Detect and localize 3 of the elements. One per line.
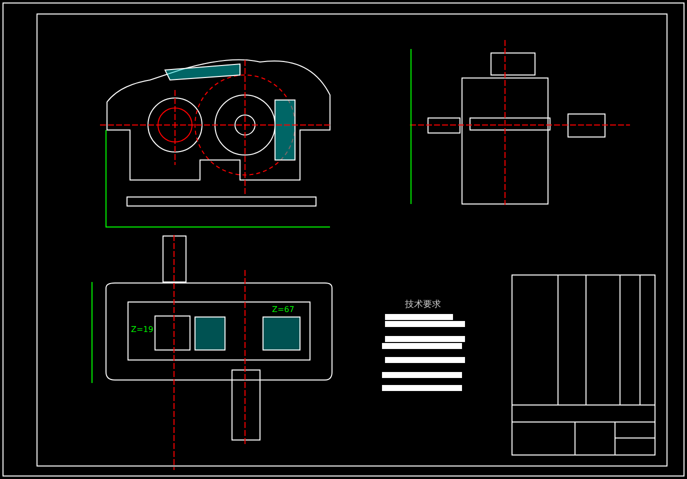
requirements-heading: 技术要求 <box>405 301 441 310</box>
gear-tooth-count: Z=19 <box>131 326 154 334</box>
gear-tooth-count: Z=67 <box>272 306 294 314</box>
